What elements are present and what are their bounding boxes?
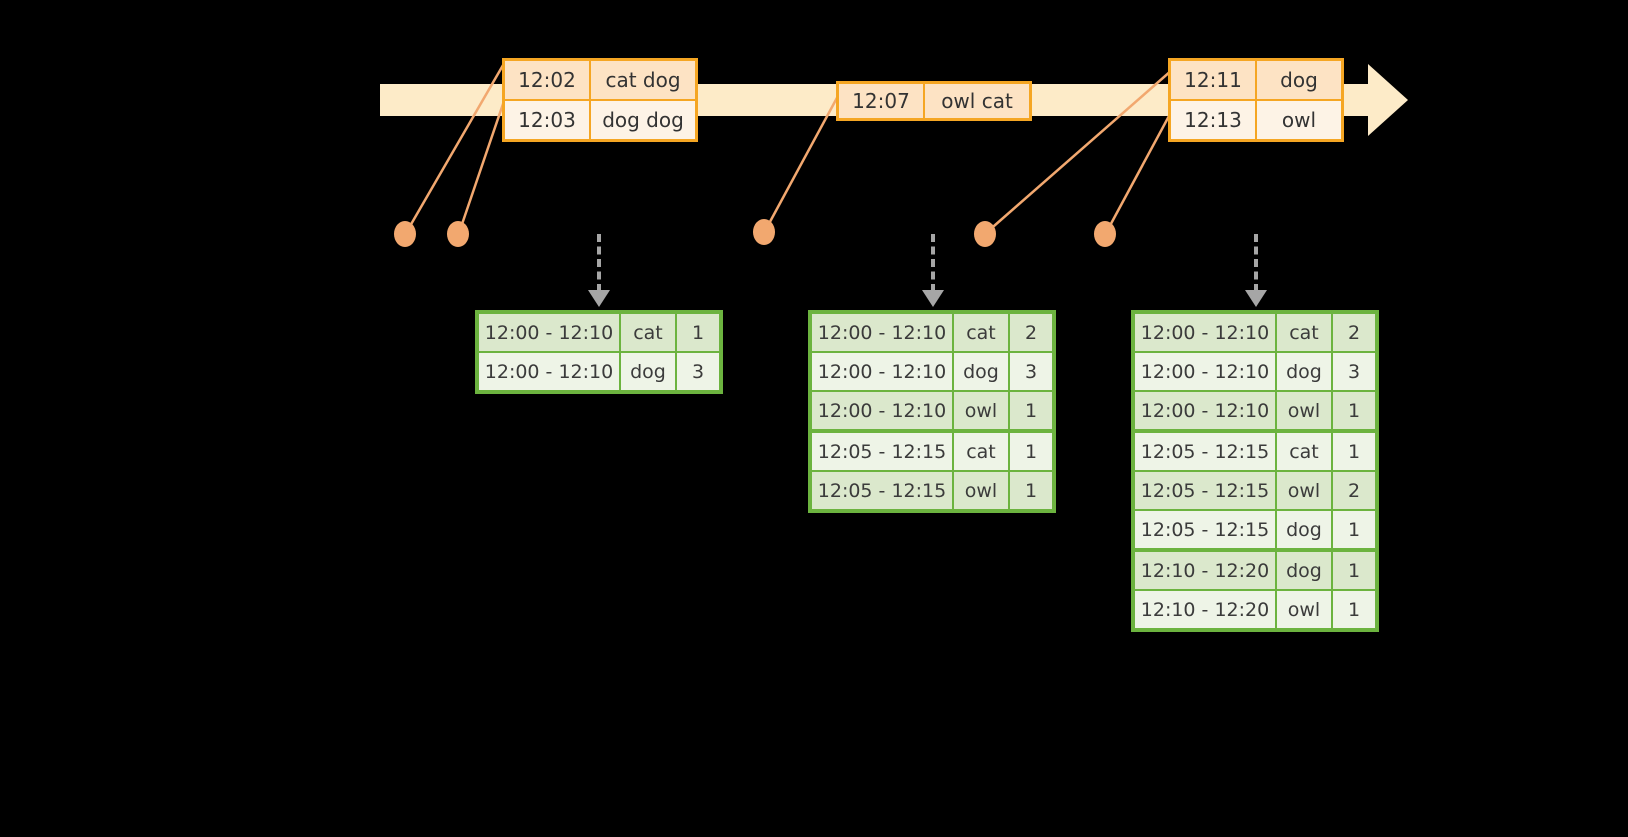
cell-key: owl: [1277, 591, 1333, 628]
flow-arrow-2-shaft: [931, 234, 939, 292]
cell-window: 12:05 - 12:15: [1135, 433, 1277, 470]
cell-key: cat: [1277, 314, 1333, 351]
cell-key: owl: [954, 472, 1010, 509]
cell-window: 12:00 - 12:10: [479, 353, 621, 390]
cell-count: 1: [1333, 511, 1375, 548]
connector-dot-2: [447, 221, 469, 247]
cell-key: dog: [954, 353, 1010, 390]
cell-key: cat: [1277, 433, 1333, 470]
cell-key: dog: [1277, 353, 1333, 390]
cell-count: 2: [1010, 314, 1052, 351]
connector-dot-1: [394, 221, 416, 247]
cell-window: 12:05 - 12:15: [812, 433, 954, 470]
event-value: owl cat: [925, 84, 1029, 118]
cell-window: 12:00 - 12:10: [1135, 314, 1277, 351]
event-time: 12:11: [1171, 61, 1257, 99]
cell-key: dog: [1277, 511, 1333, 548]
cell-count: 2: [1333, 472, 1375, 509]
cell-count: 1: [677, 314, 719, 351]
cell-window: 12:00 - 12:10: [812, 353, 954, 390]
cell-count: 1: [1333, 433, 1375, 470]
flow-arrow-2-head-icon: [922, 290, 944, 307]
event-box-3: 12:11 dog 12:13 owl: [1168, 58, 1344, 142]
event-time: 12:03: [505, 101, 591, 139]
event-time: 12:07: [839, 84, 925, 118]
event-value: dog dog: [591, 101, 695, 139]
cell-window: 12:00 - 12:10: [812, 392, 954, 429]
event-time: 12:13: [1171, 101, 1257, 139]
event-row: 12:03 dog dog: [505, 99, 695, 139]
cell-count: 3: [1333, 353, 1375, 390]
cell-count: 3: [677, 353, 719, 390]
cell-count: 2: [1333, 314, 1375, 351]
cell-count: 1: [1333, 552, 1375, 589]
cell-window: 12:00 - 12:10: [1135, 392, 1277, 429]
event-row: 12:13 owl: [1171, 99, 1341, 139]
cell-key: cat: [621, 314, 677, 351]
cell-count: 1: [1333, 591, 1375, 628]
cell-count: 1: [1333, 392, 1375, 429]
cell-window: 12:05 - 12:15: [812, 472, 954, 509]
flow-arrow-1-head-icon: [588, 290, 610, 307]
cell-window: 12:00 - 12:10: [479, 314, 621, 351]
event-row: 12:02 cat dog: [505, 61, 695, 99]
cell-window: 12:10 - 12:20: [1135, 591, 1277, 628]
connector-dot-5: [1094, 221, 1116, 247]
flow-arrow-3-shaft: [1254, 234, 1262, 292]
cell-window: 12:10 - 12:20: [1135, 552, 1277, 589]
connector-dot-4: [974, 221, 996, 247]
cell-key: owl: [1277, 392, 1333, 429]
connector-dot-3: [753, 219, 775, 245]
cell-key: owl: [1277, 472, 1333, 509]
event-row: 12:11 dog: [1171, 61, 1341, 99]
cell-key: owl: [954, 392, 1010, 429]
cell-count: 3: [1010, 353, 1052, 390]
cell-count: 1: [1010, 472, 1052, 509]
cell-key: cat: [954, 314, 1010, 351]
event-box-2: 12:07 owl cat: [836, 81, 1032, 121]
flow-arrow-1-shaft: [597, 234, 605, 292]
event-row: 12:07 owl cat: [839, 84, 1029, 118]
cell-window: 12:05 - 12:15: [1135, 472, 1277, 509]
event-box-1: 12:02 cat dog 12:03 dog dog: [502, 58, 698, 142]
cell-count: 1: [1010, 433, 1052, 470]
cell-window: 12:05 - 12:15: [1135, 511, 1277, 548]
cell-key: dog: [621, 353, 677, 390]
timeline-arrowhead-icon: [1368, 64, 1408, 136]
event-value: owl: [1257, 101, 1341, 139]
cell-count: 1: [1010, 392, 1052, 429]
event-value: cat dog: [591, 61, 695, 99]
flow-arrow-3-head-icon: [1245, 290, 1267, 307]
cell-key: dog: [1277, 552, 1333, 589]
event-time: 12:02: [505, 61, 591, 99]
event-value: dog: [1257, 61, 1341, 99]
cell-window: 12:00 - 12:10: [1135, 353, 1277, 390]
cell-key: cat: [954, 433, 1010, 470]
cell-window: 12:00 - 12:10: [812, 314, 954, 351]
